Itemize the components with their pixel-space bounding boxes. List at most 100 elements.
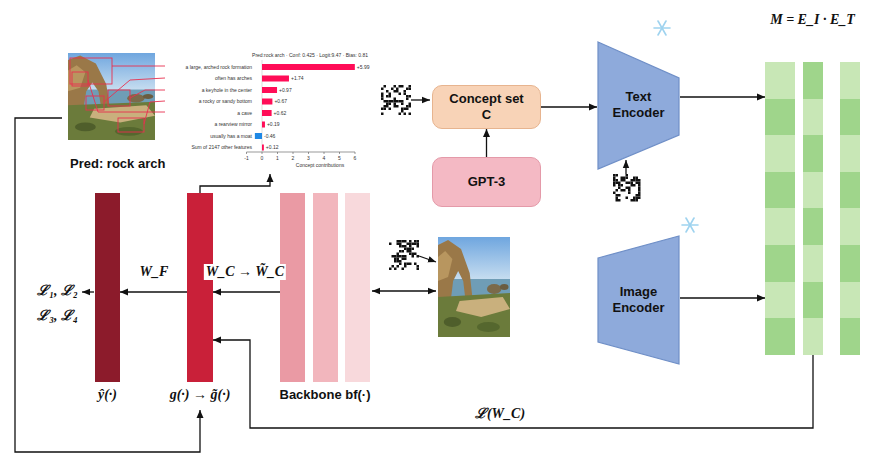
noise-pixel — [399, 255, 402, 258]
noise-pixel — [638, 189, 641, 192]
noise-pixel — [623, 177, 626, 180]
noise-pixel — [399, 243, 402, 246]
label-text: +0.97 — [279, 87, 303, 94]
label-text: ℒ₃, ℒ₄ — [26, 308, 78, 324]
noise-pixel — [391, 100, 394, 103]
noise-pixel — [417, 245, 420, 248]
noise-pixel — [621, 179, 624, 182]
noise-pixel — [409, 248, 412, 251]
noise-pixel — [628, 182, 631, 185]
arrowhead — [197, 410, 204, 418]
noise-pixel — [638, 187, 641, 190]
drawing-part — [658, 21, 666, 35]
matrix-cell — [765, 62, 795, 99]
noise-pixel — [404, 258, 407, 261]
encoder-shape — [598, 236, 679, 364]
node-text: Image Encoder — [607, 284, 671, 316]
drawing-part — [72, 72, 88, 86]
noise-pixel — [399, 240, 402, 243]
contribution-bar — [262, 110, 272, 116]
axis-tick — [308, 152, 309, 154]
node-text: Backbone bf(·) — [280, 387, 371, 403]
noise-pixel — [397, 240, 400, 243]
noise-pixel — [613, 182, 616, 185]
noise-pixel — [417, 240, 420, 243]
drawing-part — [686, 218, 694, 232]
noise-pixel — [389, 100, 392, 103]
noise-pixel — [616, 179, 619, 182]
noise-pixel — [414, 253, 417, 256]
drawing-part — [108, 90, 130, 106]
noise-pixel — [384, 105, 387, 108]
label-text: a rearview mirror — [152, 121, 252, 128]
noise-pixel — [621, 184, 624, 187]
noise-pixel — [401, 103, 404, 106]
noise-pixel — [623, 179, 626, 182]
label-text: Concept contributions — [275, 162, 365, 169]
connector-line — [120, 291, 187, 292]
label-text: +0.12 — [266, 144, 290, 151]
noise-pixel — [381, 95, 384, 98]
noise-pixel — [404, 263, 407, 266]
arrowhead — [757, 94, 765, 101]
matrix-cell — [803, 135, 823, 172]
noise-pixel — [399, 245, 402, 248]
connector-line — [213, 291, 280, 292]
connector — [541, 104, 597, 111]
noise-pixel — [616, 199, 619, 202]
noise-pixel — [626, 174, 629, 177]
axis-tick — [262, 152, 263, 154]
noise-ground — [381, 85, 411, 115]
arrowhead — [213, 337, 221, 344]
noise-pixel — [381, 93, 384, 96]
matrix-cell — [840, 318, 860, 355]
label-text: 1 — [272, 155, 284, 162]
noise-pixel — [397, 253, 400, 256]
matrix-cell — [765, 208, 795, 245]
label-text: a rocky or sandy bottom — [152, 98, 252, 105]
label-text: often has arches — [152, 75, 252, 82]
node-text: ŷ(·) — [98, 387, 117, 403]
label-text: -0.46 — [264, 133, 288, 140]
noise-pixel — [389, 268, 392, 271]
noise-pixel — [412, 255, 415, 258]
noise-pixel — [638, 184, 641, 187]
noise-pixel — [638, 192, 641, 195]
noise-pixel — [386, 95, 389, 98]
noise-pixel — [409, 103, 412, 106]
noise-pixel — [404, 90, 407, 93]
noise-pixel — [392, 265, 395, 268]
gpt-box: GPT-3 — [432, 157, 541, 207]
matrix-cell — [803, 172, 823, 209]
arrowhead — [757, 295, 765, 302]
noise-pixel — [399, 85, 402, 88]
label-text: +0.62 — [274, 110, 298, 117]
noise-pixel — [616, 189, 619, 192]
noise-pixel — [409, 250, 412, 253]
edge-label: W_F — [138, 264, 171, 280]
matrix-cell — [803, 282, 823, 319]
noise-pixel — [633, 177, 636, 180]
matrix-cell — [840, 62, 860, 99]
label-text: 3 — [303, 155, 315, 162]
noise-pixel — [394, 268, 397, 271]
noise-pixel — [616, 197, 619, 200]
arrowhead — [589, 104, 597, 111]
noise-pixel — [406, 105, 409, 108]
backbone-bar — [280, 193, 305, 382]
noise-pixel — [406, 108, 409, 111]
noise-pixel — [636, 179, 639, 182]
noise-pixel — [412, 243, 415, 246]
noise-ground — [389, 240, 419, 270]
output-layer: ŷ(·) — [95, 193, 120, 410]
noise-pixel — [636, 182, 639, 185]
noise-pixel — [399, 263, 402, 266]
matrix-cell — [840, 245, 860, 282]
label-text: Pred:rock arch · Conf: 0.425 · Logit:9.4… — [225, 52, 395, 59]
matrix-cell — [765, 172, 795, 209]
noise-pixel — [394, 90, 397, 93]
noise-pixel — [628, 189, 631, 192]
matrix-cell — [765, 99, 795, 136]
noise-pixel — [404, 248, 407, 251]
noise-pixel — [616, 174, 619, 177]
